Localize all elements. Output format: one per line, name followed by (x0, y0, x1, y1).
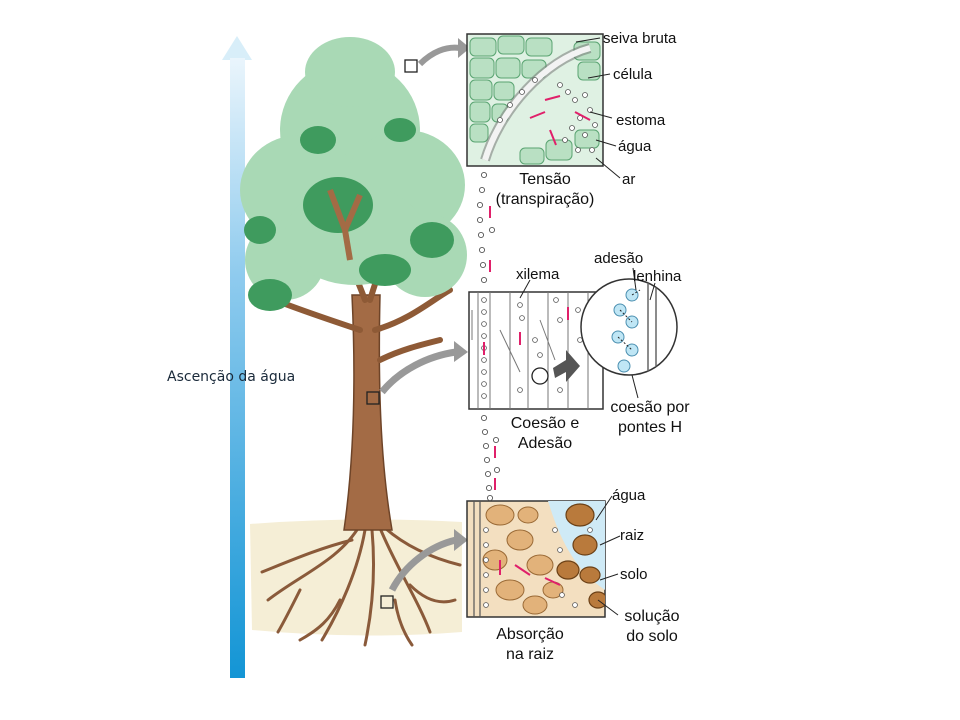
cohesion-magnifier (580, 267, 678, 399)
label-coesao-por: coesão por (610, 399, 690, 416)
caption-cohesion-line1: Coesão e (510, 415, 580, 432)
caption-absorption-line2: na raiz (505, 646, 555, 663)
caption-tension-line1: Tensão (519, 171, 571, 188)
caption-cohesion-line2: Adesão (517, 435, 573, 452)
tree (240, 37, 467, 647)
ascent-label: Ascenção da água (167, 369, 296, 385)
panel-xylem (468, 279, 604, 410)
zoom-callouts (366, 38, 470, 609)
caption-cohesion: Coesão e Adesão (480, 414, 610, 454)
label-seiva-bruta: seiva bruta (603, 30, 677, 47)
zoom-box-root (380, 595, 394, 609)
label-adesao: adesão (594, 250, 644, 267)
caption-tension-line2: (transpiração) (495, 191, 595, 208)
zoom-box-trunk (366, 391, 380, 405)
water-ascent-arrow (222, 36, 252, 678)
callout-arrow-bottom (388, 536, 457, 592)
water-column (476, 171, 501, 502)
label-estoma: estoma (616, 112, 666, 129)
tree-canopy (240, 37, 467, 311)
label-solucao: solução (624, 608, 680, 625)
label-lenhina: lenhina (633, 268, 682, 285)
label-do-solo: do solo (626, 628, 678, 645)
label-ar: ar (622, 171, 636, 188)
label-celula: célula (613, 66, 653, 83)
label-pontes-h: pontes H (617, 419, 683, 436)
label-solucao-do-solo: solução do solo (612, 607, 692, 647)
callout-arrow-top (417, 44, 461, 67)
callout-arrow-middle (379, 348, 457, 395)
label-xilema: xilema (516, 266, 560, 283)
soil-ground (250, 519, 462, 636)
label-agua-top: água (618, 138, 652, 155)
label-coesao-pontes-h: coesão por pontes H (595, 398, 705, 438)
tree-trunk (343, 294, 393, 531)
label-agua-bottom: água (612, 487, 646, 504)
label-solo: solo (620, 566, 648, 583)
caption-tension: Tensão (transpiração) (480, 170, 610, 210)
panel-leaf (466, 33, 621, 179)
panel-root (466, 495, 621, 618)
caption-absorption: Absorção na raiz (475, 625, 585, 665)
label-raiz: raiz (620, 527, 645, 544)
caption-absorption-line1: Absorção (496, 626, 564, 643)
zoom-box-leaf (404, 59, 418, 73)
